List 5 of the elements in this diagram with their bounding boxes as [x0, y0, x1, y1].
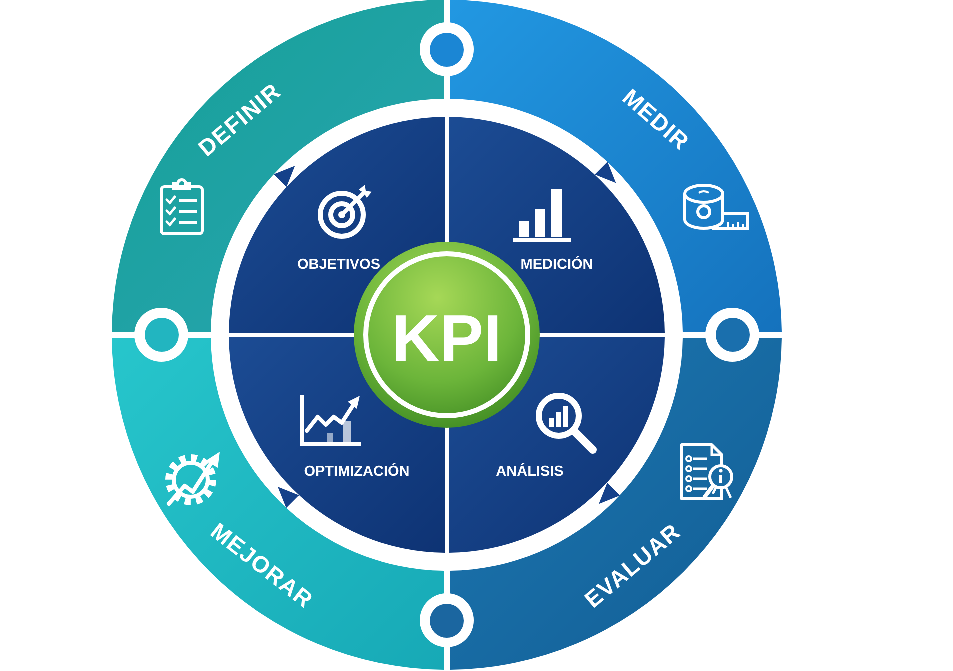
- quadrant-label: OPTIMIZACIÓN: [304, 464, 410, 480]
- quadrant-label: MEDICIÓN: [520, 258, 594, 272]
- center-label: KPI: [392, 305, 502, 371]
- quadrant-label: OBJETIVOS: [298, 258, 380, 272]
- quadrant-label: ANÁLISIS: [496, 464, 564, 480]
